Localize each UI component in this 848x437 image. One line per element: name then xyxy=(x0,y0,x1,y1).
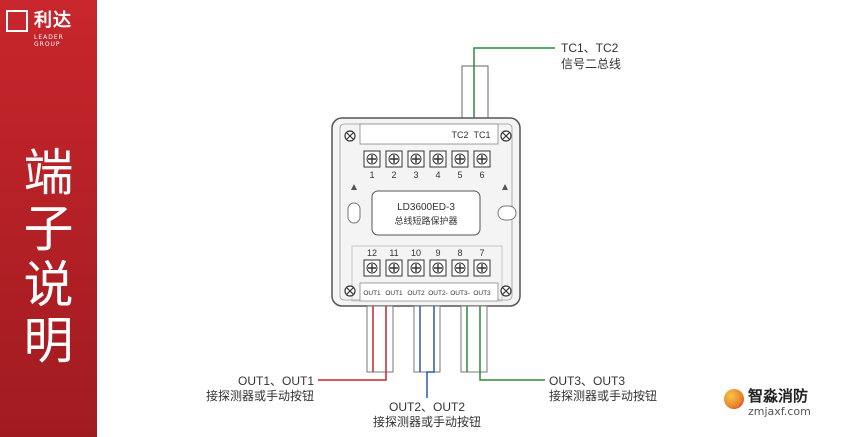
watermark: 智淼消防 zmjaxf.com xyxy=(724,383,844,427)
bottom-terminal-screws xyxy=(363,259,491,277)
brand-logo: 利达 LEADER GROUP xyxy=(6,10,92,48)
bottom-terminal-number: 8 xyxy=(457,248,462,258)
top-terminal-label: TC1 xyxy=(473,130,490,140)
out3-callout-line2: 接探测器或手动按钮 xyxy=(549,388,657,403)
title-char: 说 xyxy=(23,256,74,314)
bottom-terminal-label: OUT2- xyxy=(428,290,448,297)
watermark-name: 智淼消防 xyxy=(748,387,809,405)
title-char: 子 xyxy=(23,200,74,258)
tc-callout-line1: TC1、TC2 xyxy=(561,41,619,55)
device-body xyxy=(331,117,521,307)
corner-screws xyxy=(344,130,512,297)
out2-callout-line1: OUT2、OUT2 xyxy=(389,400,465,414)
title-char: 明 xyxy=(23,312,74,370)
top-terminal-label: TC2 xyxy=(451,130,468,140)
bottom-terminal-number: 12 xyxy=(367,248,377,258)
device-name: 总线短路保护器 xyxy=(394,215,457,226)
out1-callout-line2: 接探测器或手动按钮 xyxy=(206,388,314,403)
sidebar: 利达 LEADER GROUP 端 子 说 明 xyxy=(0,0,97,437)
bottom-terminal-number: 7 xyxy=(479,248,484,258)
title-char: 端 xyxy=(23,144,74,202)
top-terminal-number: 4 xyxy=(435,170,440,180)
device-model: LD3600ED-3 xyxy=(397,202,455,213)
bottom-terminal-label: OUT1 xyxy=(385,290,403,297)
logo-mark-icon xyxy=(6,10,28,32)
tc-bus-cable xyxy=(461,47,555,119)
tc-callout-line2: 信号二总线 xyxy=(561,57,621,71)
out2-cable xyxy=(413,305,441,398)
bottom-terminal-number: 10 xyxy=(411,248,421,258)
top-terminal-number: 5 xyxy=(457,170,462,180)
bottom-terminal-label: OUT3 xyxy=(473,290,491,297)
top-terminal-number: 3 xyxy=(413,170,418,180)
top-terminal-number: 1 xyxy=(369,170,374,180)
out3-cable xyxy=(460,305,545,381)
out1-cable xyxy=(318,305,394,381)
bottom-terminal-number: 9 xyxy=(435,248,440,258)
watermark-logo-icon xyxy=(724,389,744,409)
top-terminal-number: 2 xyxy=(391,170,396,180)
top-terminal-number: 6 xyxy=(479,170,484,180)
logo-subtext: LEADER GROUP xyxy=(34,34,64,48)
page-title: 端 子 说 明 xyxy=(10,145,87,369)
logo-text: 利达 xyxy=(34,10,72,31)
top-terminal-screws xyxy=(363,150,491,168)
out1-callout-line1: OUT1、OUT1 xyxy=(238,374,314,388)
out2-callout-line2: 接探测器或手动按钮 xyxy=(373,414,481,429)
bottom-terminal-label: OUT2 xyxy=(407,290,425,297)
out3-callout-line1: OUT3、OUT3 xyxy=(549,374,625,388)
bottom-terminal-number: 11 xyxy=(389,248,398,258)
bottom-terminal-label: OUT3- xyxy=(450,290,470,297)
watermark-url: zmjaxf.com xyxy=(748,405,811,418)
bottom-terminal-label: OUT1 xyxy=(363,290,381,297)
